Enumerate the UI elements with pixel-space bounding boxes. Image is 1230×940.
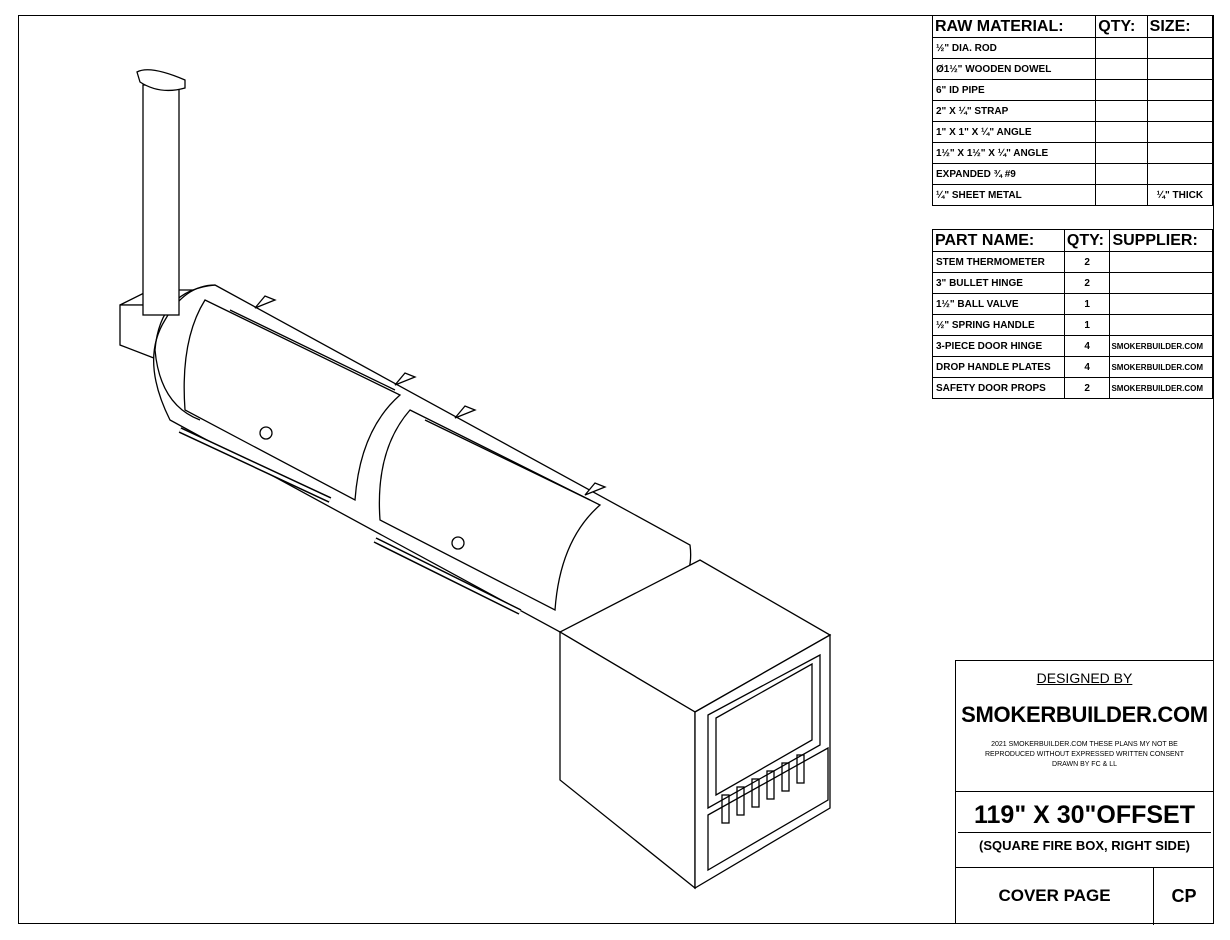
material-name: EXPANDED ¾ #9 xyxy=(931,163,1097,185)
page-name: COVER PAGE xyxy=(956,867,1154,925)
qty-cell: 4 xyxy=(1063,356,1111,378)
supplier-cell xyxy=(1109,251,1213,273)
page-code: CP xyxy=(1171,885,1197,906)
qty-cell: 2 xyxy=(1063,377,1111,399)
title-block: DESIGNED BY SMOKERBUILDER.COM 2021 SMOKE… xyxy=(955,660,1214,925)
header-size: SIZE: xyxy=(1146,15,1214,38)
size-cell xyxy=(1146,163,1214,185)
qty-cell xyxy=(1095,58,1148,80)
material-name: 1½" X 1½" X ¼" ANGLE xyxy=(931,142,1097,164)
table-row: 1½" X 1½" X ¼" ANGLE xyxy=(931,142,1214,164)
table-row: 2" X ¼" STRAP xyxy=(931,100,1214,122)
material-name: Ø1½" WOODEN DOWEL xyxy=(931,58,1097,80)
part-name: STEM THERMOMETER xyxy=(932,251,1065,273)
model-section: 119" X 30"OFFSET (SQUARE FIRE BOX, RIGHT… xyxy=(956,791,1213,868)
qty-cell xyxy=(1095,37,1148,59)
part-name: SAFETY DOOR PROPS xyxy=(932,377,1065,399)
table-row: EXPANDED ¾ #9 xyxy=(931,163,1214,185)
part-name: 1½" BALL VALVE xyxy=(932,293,1065,315)
size-cell xyxy=(1146,79,1214,101)
supplier-cell xyxy=(1109,293,1213,315)
table-row: ¼" SHEET METAL ¼" THICK xyxy=(931,184,1214,206)
header-qty: QTY: xyxy=(1063,229,1111,252)
table-row: 1" X 1" X ¼" ANGLE xyxy=(931,121,1214,143)
qty-cell: 2 xyxy=(1063,272,1111,294)
smoker-isometric-drawing xyxy=(119,69,832,890)
header-qty: QTY: xyxy=(1095,15,1148,38)
raw-material-table: RAW MATERIAL: QTY: SIZE: ½" DIA. ROD Ø1½… xyxy=(931,15,1214,206)
door-right xyxy=(378,409,602,612)
qty-cell: 1 xyxy=(1063,314,1111,336)
header-part-name: PART NAME: xyxy=(932,229,1065,252)
table-row: Ø1½" WOODEN DOWEL xyxy=(931,58,1214,80)
header-supplier: SUPPLIER: xyxy=(1109,229,1213,252)
qty-cell: 1 xyxy=(1063,293,1111,315)
model-title: 119" X 30"OFFSET xyxy=(958,801,1211,833)
size-cell xyxy=(1146,142,1214,164)
size-cell xyxy=(1146,58,1214,80)
model-subtitle: (SQUARE FIRE BOX, RIGHT SIDE) xyxy=(979,838,1190,853)
part-name: DROP HANDLE PLATES xyxy=(932,356,1065,378)
drawn-by: DRAWN BY FC & LL xyxy=(1052,761,1117,768)
size-cell: ¼" THICK xyxy=(1146,184,1214,206)
thermometer-2 xyxy=(451,536,465,550)
part-name: 3" BULLET HINGE xyxy=(932,272,1065,294)
qty-cell xyxy=(1095,100,1148,122)
page-section: COVER PAGE CP xyxy=(956,867,1213,925)
qty-cell: 2 xyxy=(1063,251,1111,273)
copyright-notice: 2021 SMOKERBUILDER.COM THESE PLANS MY NO… xyxy=(956,740,1213,770)
qty-cell xyxy=(1095,163,1148,185)
table-row: ½" DIA. ROD xyxy=(931,37,1214,59)
designer-section: DESIGNED BY SMOKERBUILDER.COM 2021 SMOKE… xyxy=(956,661,1213,792)
qty-cell xyxy=(1095,121,1148,143)
material-name: ½" DIA. ROD xyxy=(931,37,1097,59)
designed-by-label: DESIGNED BY xyxy=(1036,670,1133,686)
parts-table: PART NAME: QTY: SUPPLIER: STEM THERMOMET… xyxy=(932,229,1213,399)
size-cell xyxy=(1146,37,1214,59)
qty-cell xyxy=(1095,142,1148,164)
drawing-border xyxy=(18,15,1214,924)
material-name: ¼" SHEET METAL xyxy=(931,184,1097,206)
legal-line: 2021 SMOKERBUILDER.COM THESE PLANS MY NO… xyxy=(991,741,1178,748)
material-name: 1" X 1" X ¼" ANGLE xyxy=(931,121,1097,143)
qty-cell xyxy=(1095,79,1148,101)
table-row: 6" ID PIPE xyxy=(931,79,1214,101)
material-name: 2" X ¼" STRAP xyxy=(931,100,1097,122)
chimney-stack xyxy=(142,84,180,316)
part-name: 3-PIECE DOOR HINGE xyxy=(932,335,1065,357)
material-name: 6" ID PIPE xyxy=(931,79,1097,101)
thermometer-1 xyxy=(259,426,273,440)
brand-name: SMOKERBUILDER.COM xyxy=(961,702,1208,727)
door-left xyxy=(183,299,402,502)
firebox-door xyxy=(707,653,821,810)
size-cell xyxy=(1146,100,1214,122)
legal-line: REPRODUCED WITHOUT EXPRESSED WRITTEN CON… xyxy=(985,751,1184,758)
qty-cell: 4 xyxy=(1063,335,1111,357)
size-cell xyxy=(1146,121,1214,143)
supplier-cell: SMOKERBUILDER.COM xyxy=(1109,377,1213,399)
part-name: ½" SPRING HANDLE xyxy=(932,314,1065,336)
supplier-cell xyxy=(1109,314,1213,336)
supplier-cell: SMOKERBUILDER.COM xyxy=(1109,356,1213,378)
qty-cell xyxy=(1095,184,1148,206)
header-raw-material: RAW MATERIAL: xyxy=(931,15,1097,38)
supplier-cell: SMOKERBUILDER.COM xyxy=(1109,335,1213,357)
firebox-vent xyxy=(707,746,829,872)
supplier-cell xyxy=(1109,272,1213,294)
